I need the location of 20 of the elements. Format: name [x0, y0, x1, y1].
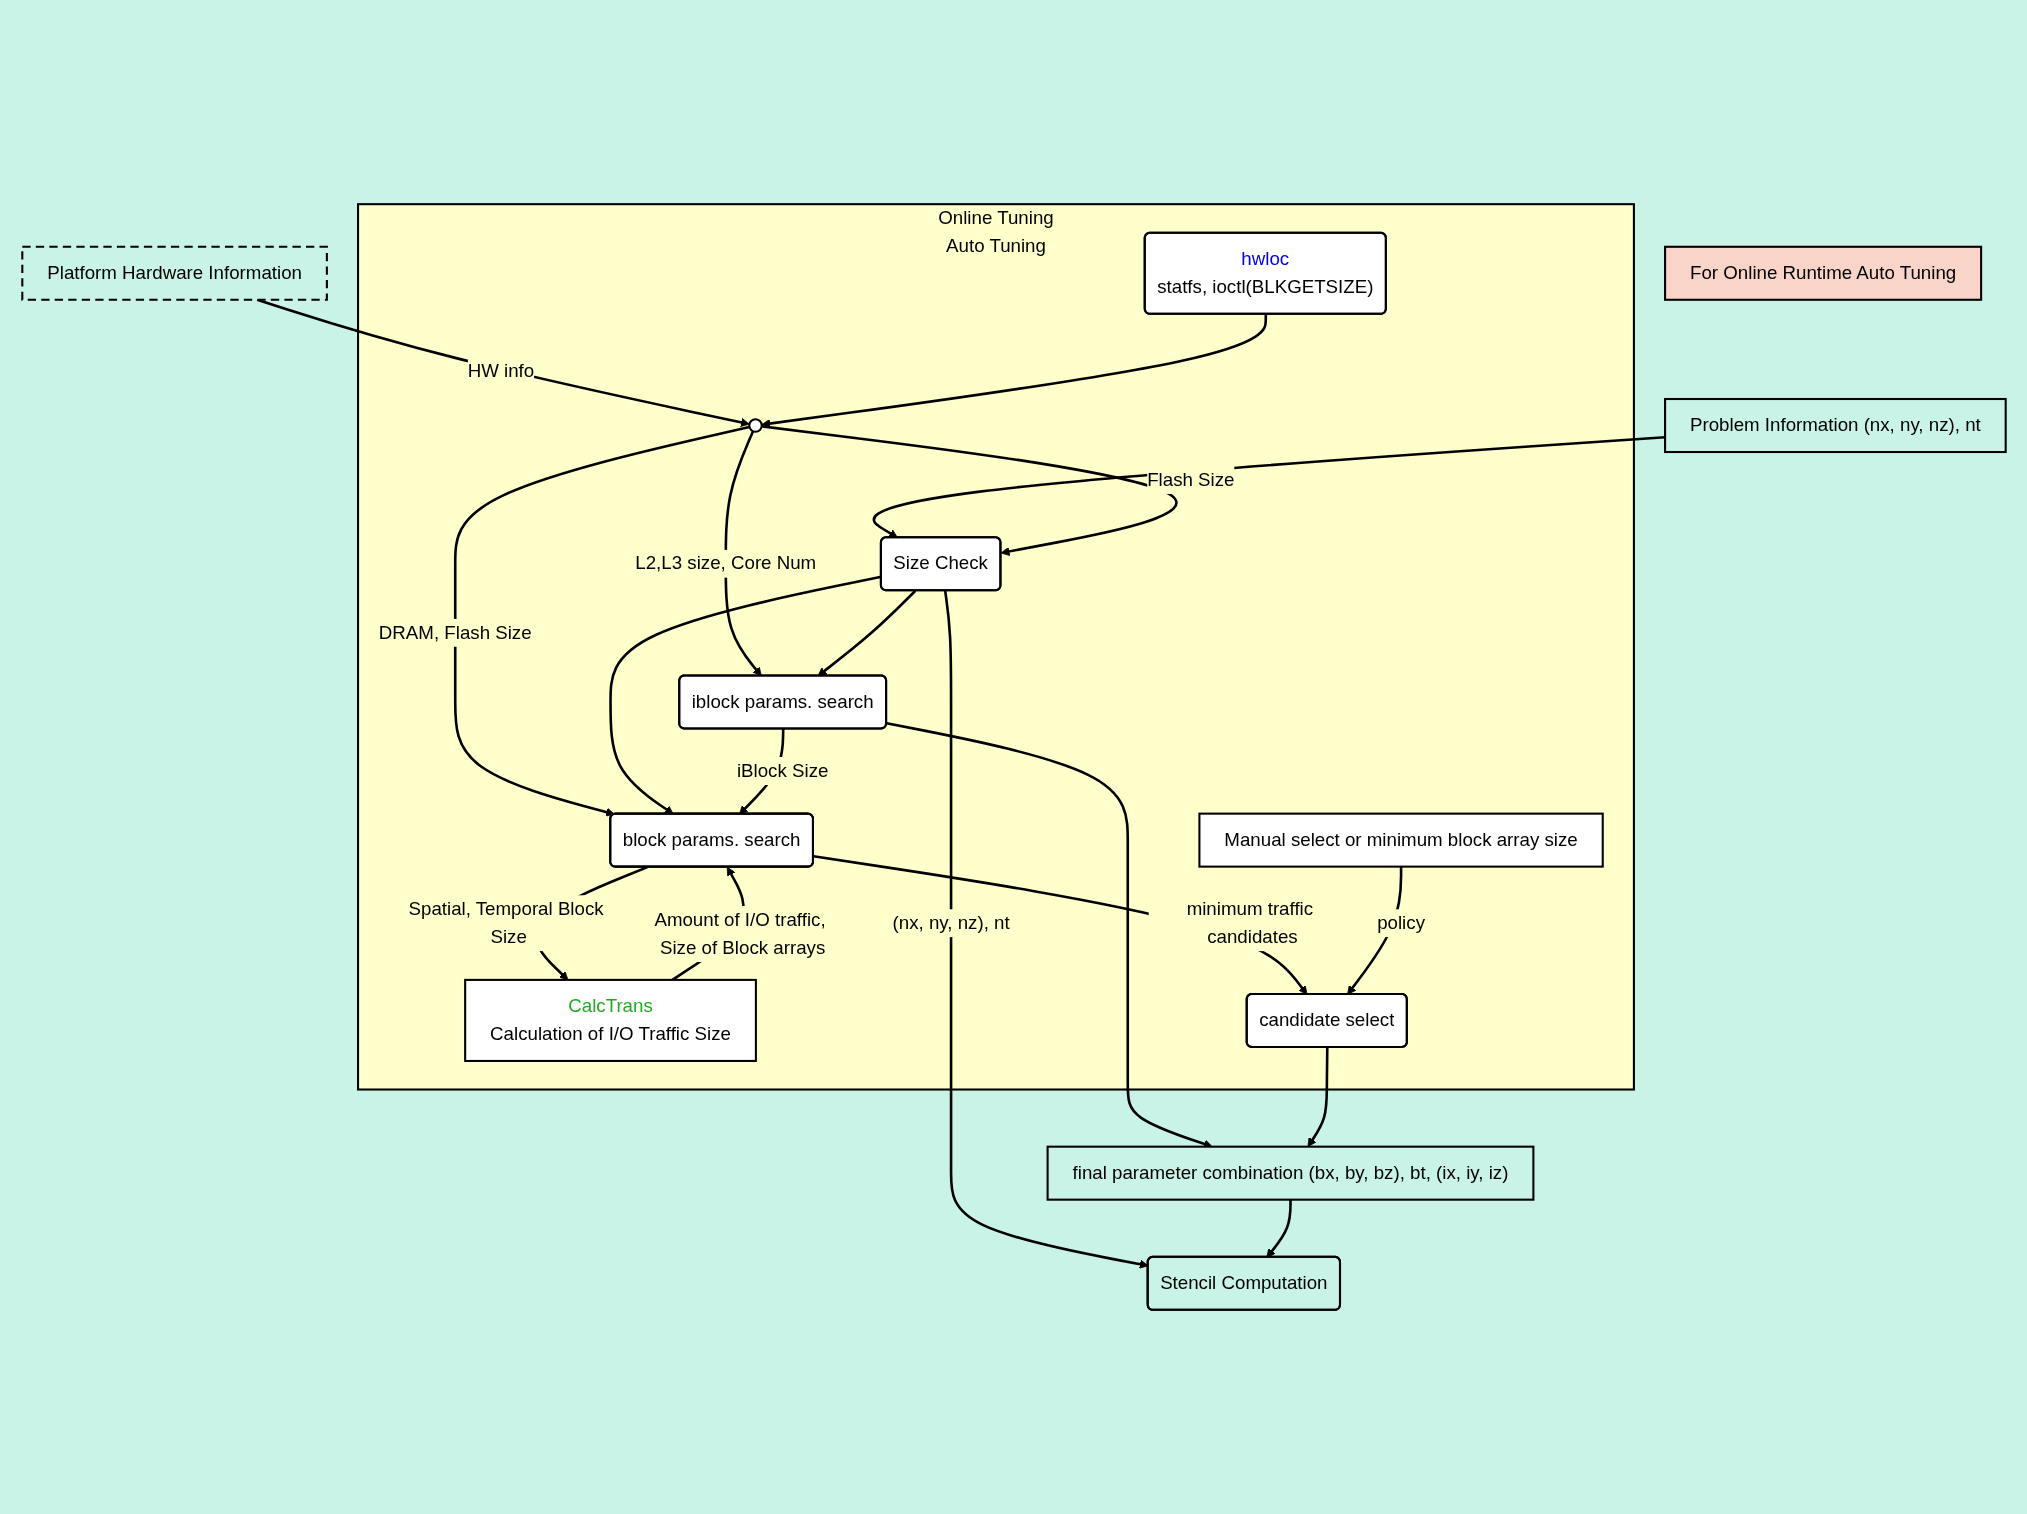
node-box: Platform Hardware Information	[20, 245, 328, 301]
edge-label: DRAM, Flash Size	[378, 621, 532, 643]
edge-label: L2,L3 size, Core Num	[634, 552, 816, 574]
node-box: For Online Runtime Auto Tuning	[1663, 245, 1982, 301]
arrow	[453, 425, 750, 817]
node-box: Problem Information (nx, ny, nz), nt	[1663, 397, 2007, 454]
edge-label: Spatial, Temporal Block Size	[408, 898, 604, 948]
arrow	[760, 314, 1267, 429]
edge-label: policy	[1376, 912, 1425, 934]
arrow	[761, 425, 1177, 556]
edge-label: minimum traffic candidates	[1186, 898, 1313, 948]
node-box: CalcTrans Calculation of I/O Traffic Size	[463, 978, 757, 1062]
edge-label: Amount of I/O traffic, Size of Block arrays	[653, 908, 826, 958]
node-box: final parameter combination (bx, by, bz), bt, (ix, iy, iz)	[1046, 1145, 1534, 1201]
edge-label: (nx, ny, nz), nt	[892, 912, 1010, 934]
node-box: Manual select or minimum block array size	[1197, 812, 1604, 868]
edge-label: Flash Size	[1146, 468, 1235, 490]
edge-label: HW info	[467, 359, 534, 381]
node-circle	[747, 418, 763, 433]
edge-label: iBlock Size	[736, 760, 828, 781]
